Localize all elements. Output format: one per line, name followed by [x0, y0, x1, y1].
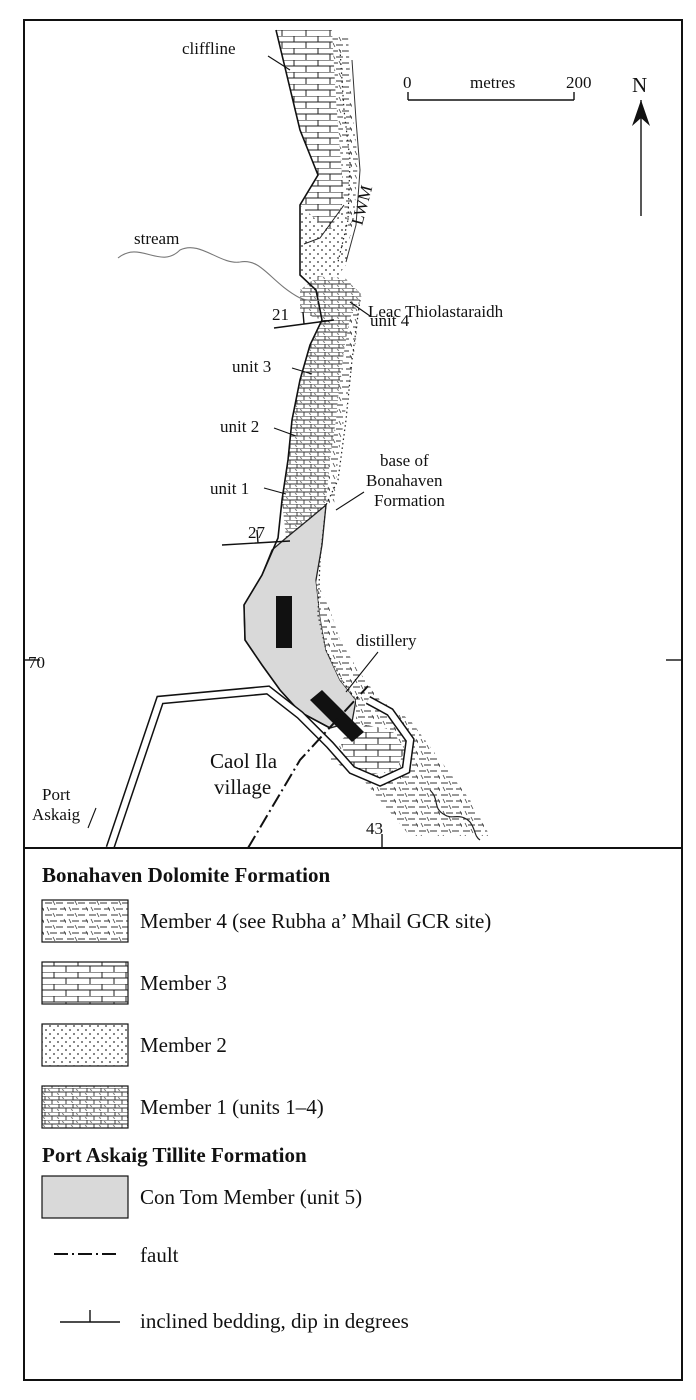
label-unit2: unit 2 — [220, 417, 259, 436]
stream — [117, 247, 331, 302]
leader-distillery — [345, 651, 379, 693]
dip-symbol-21 — [273, 311, 335, 329]
member4-north-strip — [330, 36, 358, 272]
legend-swatch-contom — [41, 1175, 129, 1219]
scale-bar-label: metres — [470, 73, 515, 92]
label-base-2: Bonahaven — [366, 471, 443, 490]
label-grid-43: 43 — [366, 819, 383, 838]
label-grid-70: 70 — [28, 653, 45, 672]
leader-base — [335, 491, 365, 511]
leader-unit2 — [273, 427, 297, 437]
label-leac: Leac Thiolastaraidh — [368, 302, 504, 321]
label-village-1: Caol Ila — [210, 749, 278, 773]
legend-text-member3: Member 3 — [140, 971, 227, 995]
legend-frame — [23, 847, 683, 1381]
dip-symbol-27 — [221, 529, 291, 546]
north-arrow: N — [632, 73, 650, 216]
north-arrow-head — [632, 100, 650, 126]
label-dip-27: 27 — [248, 523, 266, 542]
member3-north — [276, 30, 344, 244]
coastline — [243, 29, 331, 729]
label-base-1: base of — [380, 451, 429, 470]
legend-swatch-member1 — [41, 1085, 129, 1129]
leader-unit1 — [263, 487, 287, 495]
label-base-3: Formation — [374, 491, 445, 510]
legend-bedding-symbol — [60, 1310, 120, 1323]
scale-bar-end: 200 — [566, 73, 592, 92]
road-inner — [107, 686, 414, 849]
label-port-2: Askaig — [32, 805, 81, 824]
leader-cliffline — [267, 55, 291, 71]
legend-swatch-member4 — [41, 899, 129, 943]
member4-mid-strip — [326, 300, 360, 505]
member-boundary-north — [303, 204, 345, 245]
fault-line — [247, 685, 369, 849]
distillery-building — [310, 690, 364, 742]
legend-heading-bonahaven: Bonahaven Dolomite Formation — [42, 863, 330, 887]
leader-unit3 — [291, 367, 313, 375]
legend-heading-port-askaig: Port Askaig Tillite Formation — [42, 1143, 307, 1167]
scale-bar: 0 metres 200 — [403, 73, 592, 101]
label-unit1: unit 1 — [210, 479, 249, 498]
map-labels: cliffline LWM stream Leac Thiolastaraidh… — [28, 39, 504, 838]
legend-text-bedding: inclined bedding, dip in degrees — [140, 1309, 409, 1333]
scale-bar-start: 0 — [403, 73, 412, 92]
legend-text-member4: Member 4 (see Rubha a’ Mhail GCR site) — [140, 909, 491, 933]
leader-unit4 — [349, 301, 371, 317]
member4-boundary-dotted — [317, 49, 361, 701]
legend-text-fault: fault — [140, 1243, 179, 1267]
member2-north — [300, 205, 350, 282]
label-port-1: Port — [42, 785, 71, 804]
building-block-north — [276, 596, 292, 648]
label-stream: stream — [134, 229, 179, 248]
label-distillery: distillery — [356, 631, 417, 650]
label-cliffline: cliffline — [182, 39, 236, 58]
north-arrow-label: N — [632, 73, 647, 97]
leader-port-askaig — [87, 807, 97, 829]
lwm-line — [345, 59, 361, 263]
legend-swatch-member3 — [41, 961, 129, 1005]
label-unit3: unit 3 — [232, 357, 271, 376]
label-village-2: village — [214, 775, 271, 799]
legend-swatch-member2 — [41, 1023, 129, 1067]
map-geology — [24, 29, 682, 850]
member1-strip — [282, 276, 362, 538]
legend-text-member1: Member 1 (units 1–4) — [140, 1095, 324, 1119]
legend-text-contom: Con Tom Member (unit 5) — [140, 1185, 362, 1209]
south-stream — [429, 789, 481, 841]
label-dip-21: 21 — [272, 305, 289, 324]
label-unit4: unit 4 — [370, 311, 410, 330]
legend-text-member2: Member 2 — [140, 1033, 227, 1057]
